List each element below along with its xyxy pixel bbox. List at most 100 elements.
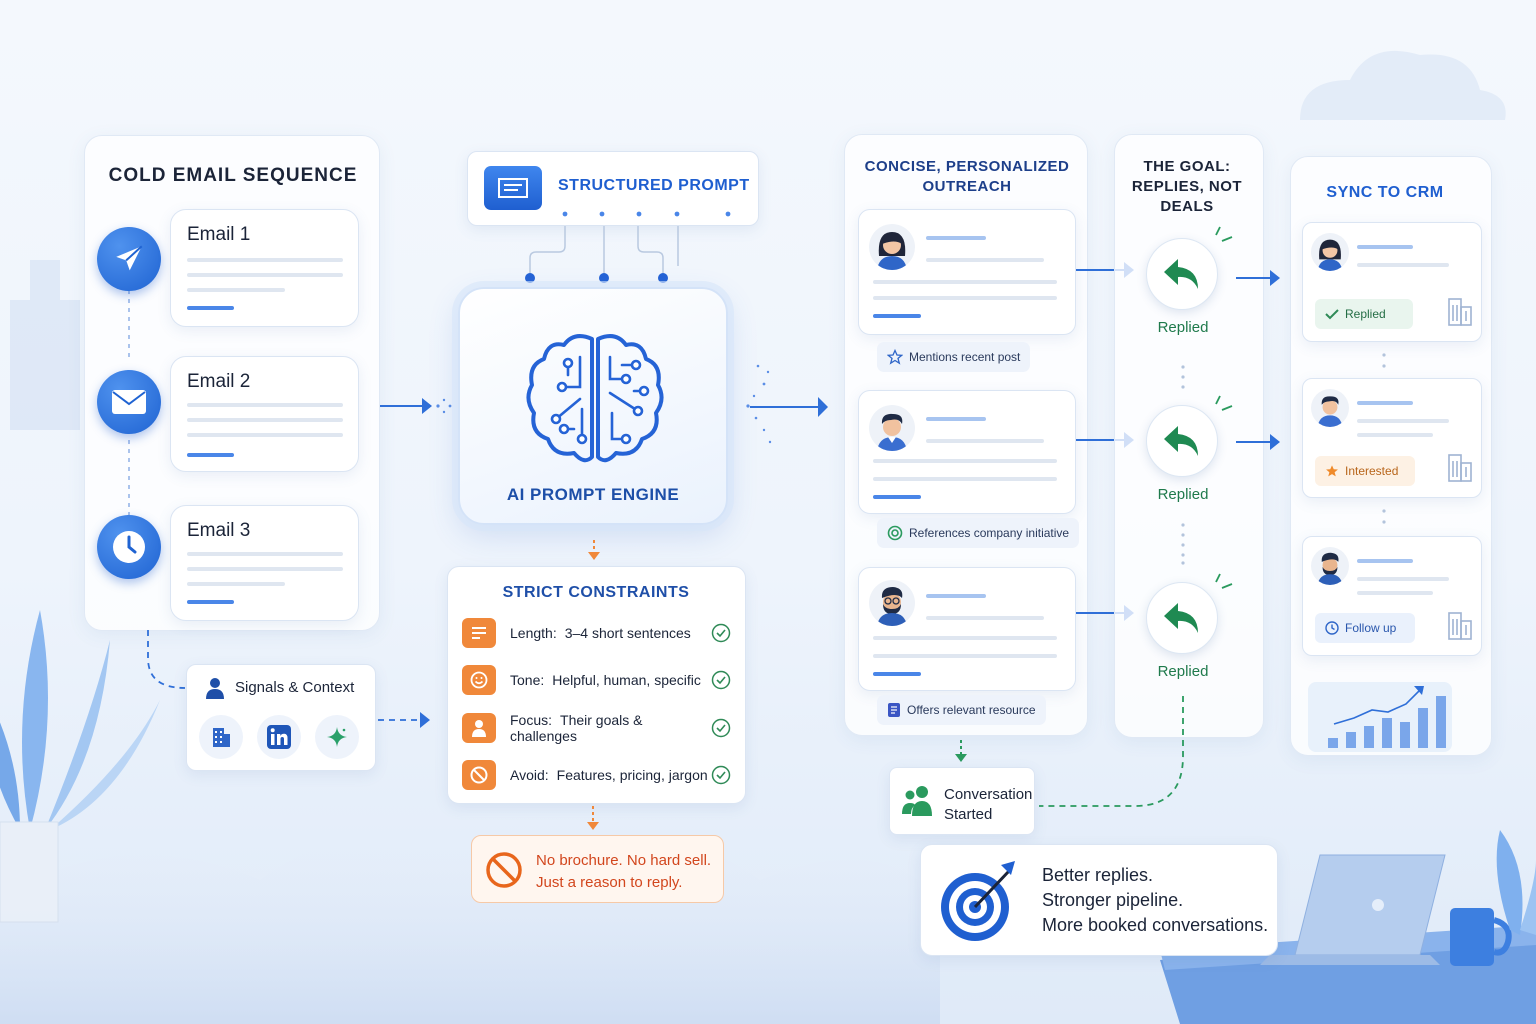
engine-to-outreach-arrow xyxy=(746,364,828,444)
crm-dots-1 xyxy=(1382,353,1386,368)
envelope-icon xyxy=(97,370,161,434)
crm-record-1[interactable]: Replied xyxy=(1302,222,1482,342)
chip-label: Offers relevant resource xyxy=(907,703,1036,717)
outreach-heading-line-1: CONCISE, PERSONALIZED xyxy=(864,158,1070,175)
outcome-line-2: Stronger pipeline. xyxy=(1042,890,1184,910)
constraint-length: Length:3–4 short sentences xyxy=(462,615,731,651)
constraint-value: Features, pricing, jargon xyxy=(556,767,708,783)
constraint-value: Helpful, human, specific xyxy=(552,672,701,688)
constraint-value: Their goals & challenges xyxy=(510,712,643,744)
replied-label-1: Replied xyxy=(1157,319,1209,336)
constraint-value: 3–4 short sentences xyxy=(564,625,691,641)
email-title: Email 1 xyxy=(187,224,251,245)
building-icon xyxy=(1448,454,1472,482)
engine-to-constraints-arrow xyxy=(588,540,600,560)
constraint-tone: Tone: Helpful, human, specific xyxy=(462,662,731,698)
signals-context-card: Signals & Context xyxy=(186,664,376,771)
document-icon xyxy=(888,703,900,717)
brain-circuit-icon xyxy=(526,334,664,463)
structured-prompt-card: STRUCTURED PROMPT xyxy=(467,151,759,226)
constraint-focus: Focus:Their goals & challenges xyxy=(462,710,731,746)
crm-dots-2 xyxy=(1382,509,1386,524)
people-icon xyxy=(902,786,932,816)
avatar-man-2 xyxy=(1311,547,1349,585)
outreach-chip-3: Offers relevant resource xyxy=(877,695,1046,725)
building-icon xyxy=(1448,612,1472,640)
goal-to-crm-arrows xyxy=(1236,270,1280,450)
outcome-card: Better replies. Stronger pipeline. More … xyxy=(920,844,1278,956)
spark-marks xyxy=(1215,395,1233,411)
engine-label: AI PROMPT ENGINE xyxy=(506,485,680,504)
target-small-icon xyxy=(887,525,903,541)
pipeline-growth-chart-icon xyxy=(1308,682,1452,752)
goal-dots-1 xyxy=(1181,365,1185,389)
replied-label-3: Replied xyxy=(1157,663,1209,680)
outreach-heading-line-2: OUTREACH xyxy=(922,178,1012,195)
crm-record-3[interactable]: Follow up xyxy=(1302,536,1482,656)
crm-heading: SYNC TO CRM xyxy=(1326,184,1444,201)
outreach-to-conversation-arrow xyxy=(955,740,967,762)
structured-prompt-heading: STRUCTURED PROMPT xyxy=(558,177,750,194)
star-icon xyxy=(887,349,903,365)
signals-title: Signals & Context xyxy=(235,679,355,696)
lines-icon xyxy=(462,618,496,648)
email-card-1[interactable]: Email 1 xyxy=(170,209,359,327)
goal-heading-line-2: REPLIES, NOT xyxy=(1131,178,1243,195)
smile-icon xyxy=(462,665,496,695)
check-circle-icon xyxy=(711,670,731,690)
check-icon xyxy=(1325,309,1339,320)
cloud-top-right xyxy=(1300,50,1506,120)
city-silhouette-left xyxy=(10,260,80,430)
outreach-chip-2: References company initiative xyxy=(877,518,1080,548)
outreach-card-3[interactable] xyxy=(858,567,1076,691)
avatar-woman xyxy=(1311,233,1349,271)
status-badge: Interested xyxy=(1315,456,1415,486)
email-title: Email 3 xyxy=(187,520,251,541)
outreach-chip-1: Mentions recent post xyxy=(877,342,1031,372)
building-icon xyxy=(1448,298,1472,326)
linkedin-icon[interactable] xyxy=(257,715,301,759)
constraint-label: Focus: xyxy=(510,712,553,728)
email-card-3[interactable]: Email 3 xyxy=(170,505,359,621)
spark-marks xyxy=(1215,226,1233,242)
email-card-2[interactable]: Email 2 xyxy=(170,356,359,472)
strict-constraints-card: STRICT CONSTRAINTS Length:3–4 short sent… xyxy=(447,566,746,804)
no-hard-sell-note: No brochure. No hard sell. Just a reason… xyxy=(471,835,724,903)
check-circle-icon xyxy=(711,718,731,738)
clock-icon xyxy=(1325,621,1339,635)
conversation-started-card: Conversation Started xyxy=(889,767,1035,835)
ban-icon xyxy=(462,760,496,790)
ai-prompt-engine: AI PROMPT ENGINE xyxy=(458,287,728,525)
check-circle-icon xyxy=(711,765,731,785)
reply-arrow-icon xyxy=(1146,405,1218,477)
constraint-label: Avoid: xyxy=(510,767,549,783)
chip-label: References company initiative xyxy=(909,526,1070,540)
spark-marks xyxy=(1215,573,1233,589)
plant-left xyxy=(0,610,160,923)
status-badge: Follow up xyxy=(1315,613,1415,643)
outcome-line-1: Better replies. xyxy=(1042,865,1154,885)
person-icon xyxy=(206,678,224,699)
check-circle-icon xyxy=(711,623,731,643)
cloud-bottom xyxy=(0,832,940,1024)
constraints-heading: STRICT CONSTRAINTS xyxy=(502,584,690,601)
constraints-to-warning-arrow xyxy=(587,806,599,830)
email-title: Email 2 xyxy=(187,371,251,392)
clock-icon xyxy=(97,515,161,579)
outreach-card-1[interactable] xyxy=(858,209,1076,335)
outreach-card-2[interactable] xyxy=(858,390,1076,514)
crm-record-2[interactable]: Interested xyxy=(1302,378,1482,498)
constraint-label: Tone: xyxy=(510,672,545,688)
goal-heading-line-1: THE GOAL: xyxy=(1143,158,1231,175)
building-icon xyxy=(199,715,243,759)
warning-line-2: Just a reason to reply. xyxy=(536,874,683,891)
target-arrow-icon xyxy=(941,861,1015,941)
warning-line-1: No brochure. No hard sell. xyxy=(536,852,712,869)
goal-dots-2 xyxy=(1181,523,1185,565)
badge-label: Interested xyxy=(1345,464,1399,478)
reply-arrow-icon xyxy=(1146,582,1218,654)
avatar-man-1 xyxy=(1311,389,1349,427)
badge-label: Replied xyxy=(1345,307,1386,321)
status-badge: Replied xyxy=(1315,299,1413,329)
